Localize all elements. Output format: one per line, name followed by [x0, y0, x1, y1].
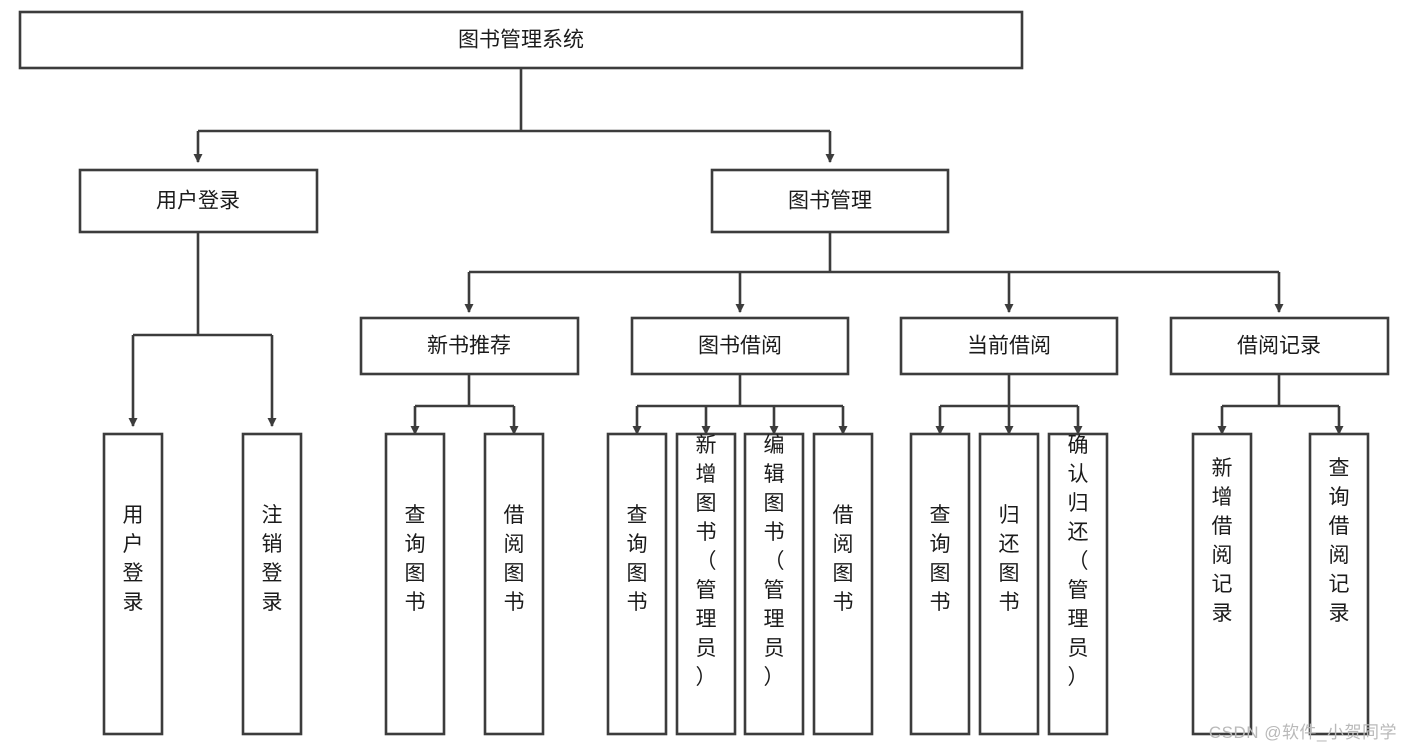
node-borrow-record[interactable]: 借阅记录	[1169, 316, 1390, 376]
node-leaf-query-book-1[interactable]: 查询图书	[384, 432, 446, 736]
node-leaf-borrow-book-1-box[interactable]	[483, 432, 545, 736]
node-leaf-return-book[interactable]: 归还图书	[978, 432, 1040, 736]
node-leaf-borrow-book-1-label: 借阅图书	[504, 504, 525, 614]
node-book-management[interactable]: 图书管理	[710, 168, 950, 234]
node-leaf-borrow-book-2[interactable]: 借阅图书	[812, 432, 874, 736]
csdn-watermark: CSDN @软件_小贺同学	[1208, 723, 1397, 742]
node-leaf-edit-book-box[interactable]	[743, 432, 805, 736]
node-borrow-record-box[interactable]	[1169, 316, 1390, 376]
node-leaf-add-book-label: 新增图书（管理员）	[696, 434, 717, 689]
node-leaf-borrow-book-1[interactable]: 借阅图书	[483, 432, 545, 736]
node-root-box[interactable]	[18, 10, 1024, 70]
node-new-book-recommend-label: 新书推荐	[427, 335, 511, 358]
node-leaf-query-book-3[interactable]: 查询图书	[909, 432, 971, 736]
node-user-login-label: 用户登录	[156, 190, 240, 213]
connectors	[128, 68, 1344, 435]
node-leaf-add-record-box[interactable]	[1191, 432, 1253, 736]
node-leaf-query-record-box[interactable]	[1308, 432, 1370, 736]
node-root[interactable]: 图书管理系统	[18, 10, 1024, 70]
node-leaf-query-book-1-box[interactable]	[384, 432, 446, 736]
node-new-book-recommend[interactable]: 新书推荐	[359, 316, 580, 376]
node-root-label: 图书管理系统	[458, 29, 584, 52]
node-user-login[interactable]: 用户登录	[78, 168, 319, 234]
node-leaf-query-book-3-label: 查询图书	[930, 504, 951, 614]
node-leaf-return-book-label: 归还图书	[999, 504, 1020, 614]
node-book-management-box[interactable]	[710, 168, 950, 234]
node-leaf-return-book-box[interactable]	[978, 432, 1040, 736]
node-borrow-record-label: 借阅记录	[1237, 335, 1321, 358]
node-current-borrow-label: 当前借阅	[967, 335, 1051, 358]
node-book-management-label: 图书管理	[788, 190, 872, 213]
node-leaf-query-book-2-label: 查询图书	[627, 504, 648, 614]
node-leaf-query-record[interactable]: 查询借阅记录	[1308, 432, 1370, 736]
node-book-borrow[interactable]: 图书借阅	[630, 316, 850, 376]
node-leaf-add-record-label: 新增借阅记录	[1212, 457, 1233, 625]
node-leaf-user-logout-box[interactable]	[241, 432, 303, 736]
node-leaf-confirm-return[interactable]: 确认归还（管理员）	[1047, 432, 1109, 736]
node-leaf-borrow-book-2-box[interactable]	[812, 432, 874, 736]
node-new-book-recommend-box[interactable]	[359, 316, 580, 376]
node-leaf-user-login-label: 用户登录	[123, 504, 144, 614]
node-leaf-user-logout[interactable]: 注销登录	[241, 432, 303, 736]
node-leaf-add-record[interactable]: 新增借阅记录	[1191, 432, 1253, 736]
node-leaf-edit-book-label: 编辑图书（管理员）	[764, 434, 785, 689]
node-leaf-query-book-2-box[interactable]	[606, 432, 668, 736]
node-leaf-user-logout-label: 注销登录	[262, 504, 283, 614]
node-leaf-confirm-return-box[interactable]	[1047, 432, 1109, 736]
node-leaf-confirm-return-label: 确认归还（管理员）	[1068, 434, 1089, 689]
node-current-borrow[interactable]: 当前借阅	[899, 316, 1119, 376]
node-leaf-user-login[interactable]: 用户登录	[102, 432, 164, 736]
node-leaf-add-book[interactable]: 新增图书（管理员）	[675, 432, 737, 736]
node-book-borrow-box[interactable]	[630, 316, 850, 376]
node-user-login-box[interactable]	[78, 168, 319, 234]
node-book-borrow-label: 图书借阅	[698, 335, 782, 358]
node-leaf-add-book-box[interactable]	[675, 432, 737, 736]
node-leaf-user-login-box[interactable]	[102, 432, 164, 736]
node-leaf-query-book-3-box[interactable]	[909, 432, 971, 736]
node-leaf-query-book-2[interactable]: 查询图书	[606, 432, 668, 736]
node-leaf-borrow-book-2-label: 借阅图书	[833, 504, 854, 614]
node-leaf-query-book-1-label: 查询图书	[405, 504, 426, 614]
node-leaf-edit-book[interactable]: 编辑图书（管理员）	[743, 432, 805, 736]
leaf-nodes: 用户登录 注销登录 查询图书 借阅图书 查询图书 新增图书（管理员）	[102, 432, 1370, 736]
node-leaf-query-record-label: 查询借阅记录	[1329, 457, 1350, 625]
node-current-borrow-box[interactable]	[899, 316, 1119, 376]
